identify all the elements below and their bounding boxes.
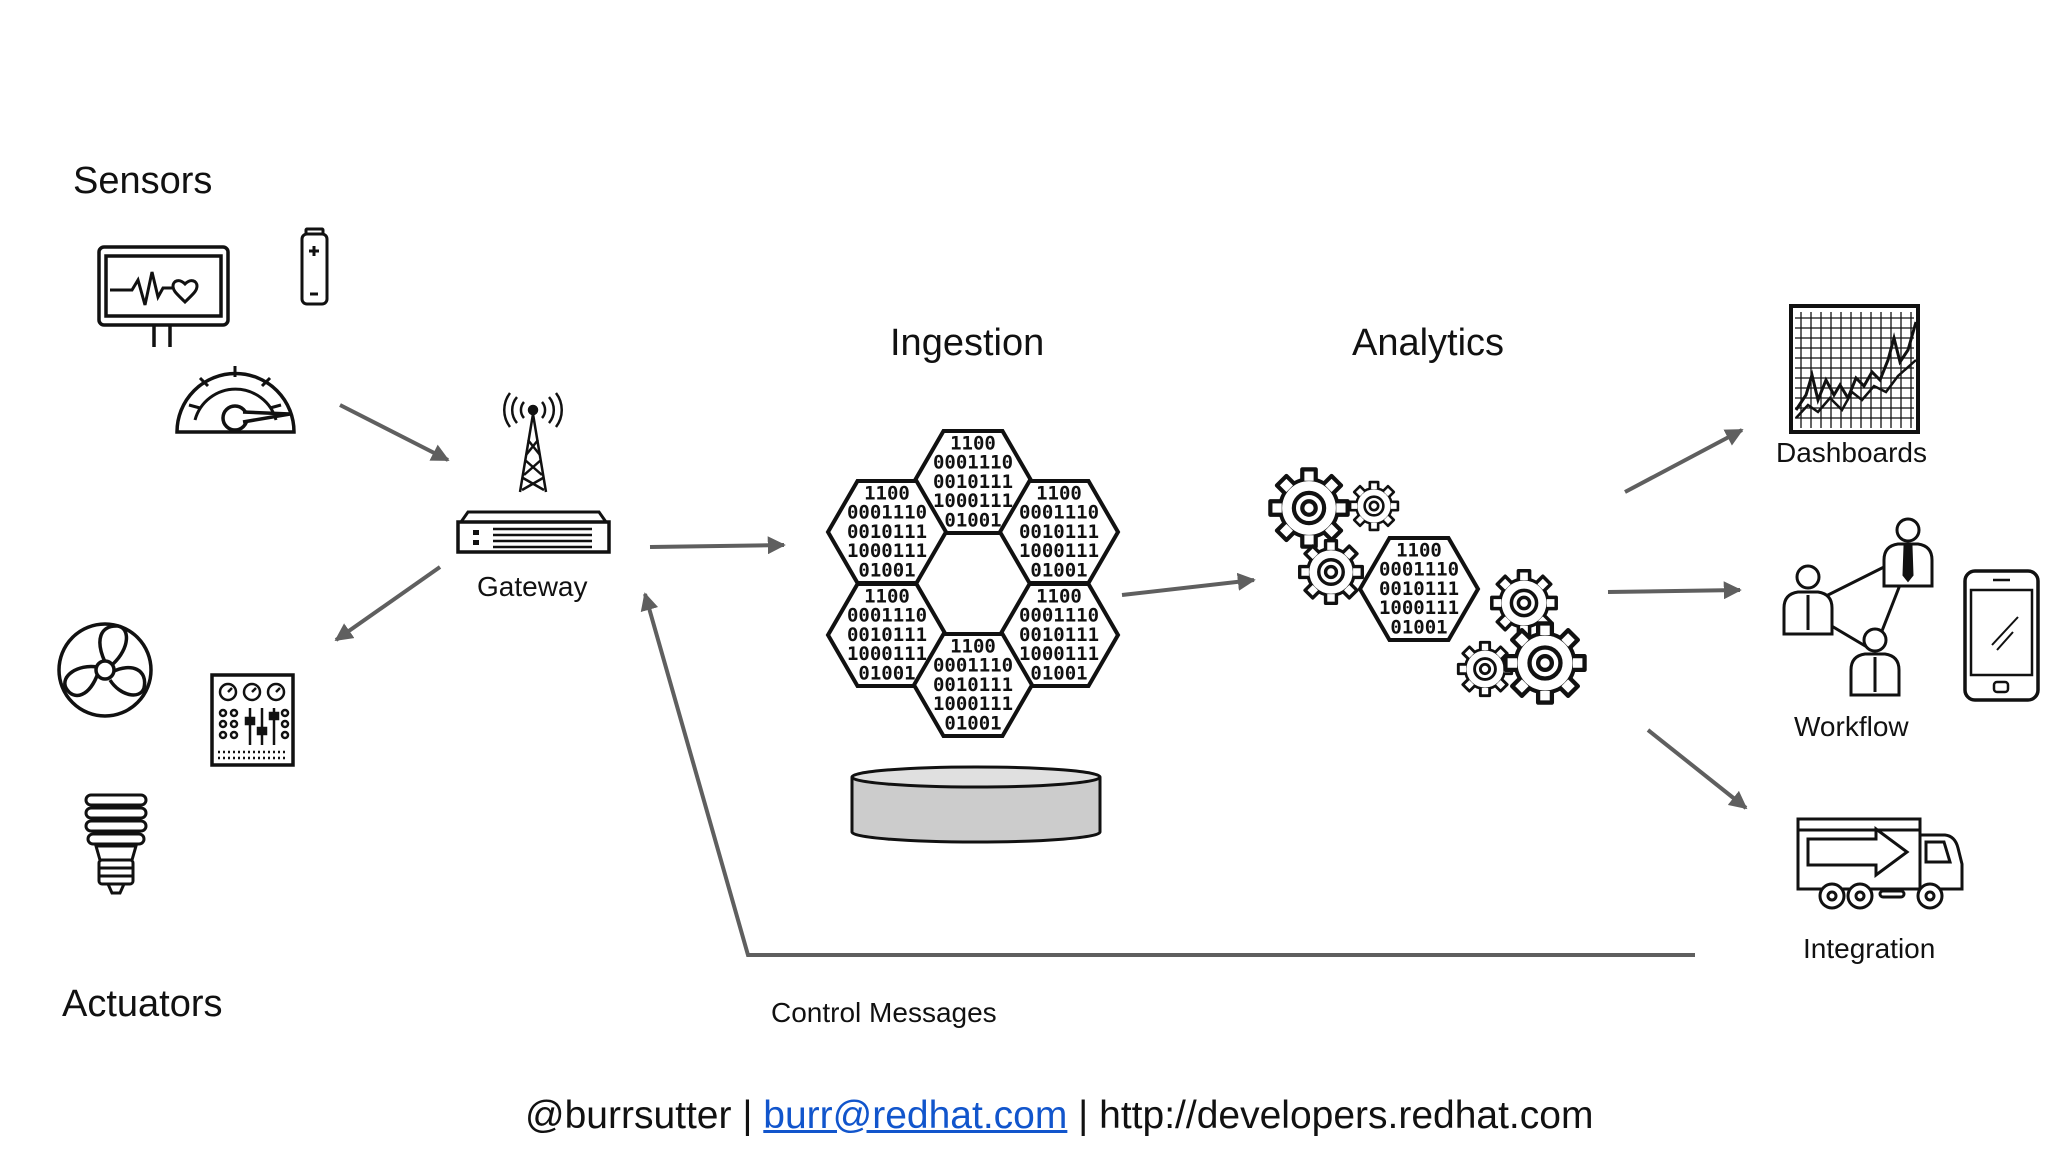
- arrow-sensors-to-gateway: [339, 403, 450, 462]
- binary-text: 0010111: [847, 624, 927, 646]
- arrow-control-messages: [640, 592, 1695, 957]
- integration-label: Integration: [1803, 933, 1936, 964]
- footer-email-link[interactable]: burr@redhat.com: [763, 1094, 1068, 1137]
- mobile-phone-icon: [1963, 569, 2040, 702]
- binary-text: 01001: [858, 662, 915, 684]
- dashboard-chart-icon: [1789, 304, 1920, 434]
- arrow-gateway-to-ingestion: [649, 536, 786, 555]
- binary-text: 0010111: [933, 674, 1013, 696]
- ingestion-heading: Ingestion: [890, 322, 1045, 364]
- binary-text: 1100: [950, 432, 996, 454]
- people-network-icon: [1782, 517, 1934, 697]
- binary-text: 1100: [950, 635, 996, 657]
- analytics-heading: Analytics: [1352, 322, 1505, 364]
- binary-text: 0001110: [1379, 559, 1459, 581]
- binary-text: 1100: [1036, 482, 1082, 504]
- binary-text: 1000111: [933, 490, 1013, 512]
- footer-separator: |: [731, 1094, 764, 1137]
- binary-text: 1000111: [847, 540, 927, 562]
- arrow-analytics-to-integration: [1646, 728, 1748, 810]
- control-messages-label: Control Messages: [771, 997, 997, 1028]
- binary-text: 01001: [944, 509, 1001, 531]
- binary-text: 1000111: [1379, 597, 1459, 619]
- arrow-analytics-to-workflow: [1607, 581, 1742, 600]
- footer-url[interactable]: http://developers.redhat.com: [1099, 1094, 1594, 1137]
- gateway-label: Gateway: [477, 571, 588, 602]
- binary-text: 0010111: [1379, 578, 1459, 600]
- actuators-heading: Actuators: [62, 983, 223, 1025]
- antenna-tower-icon: [503, 392, 563, 493]
- footer-contact: @burrsutter | burr@redhat.com | http://d…: [525, 1094, 1593, 1138]
- delivery-truck-icon: [1796, 817, 1964, 910]
- fan-icon: [57, 622, 153, 718]
- binary-text: 1100: [1036, 585, 1082, 607]
- binary-text: 0001110: [933, 452, 1013, 474]
- binary-text: 1000111: [933, 693, 1013, 715]
- gauge-icon: [175, 366, 296, 434]
- binary-text: 0001110: [847, 502, 927, 524]
- router-icon: [456, 510, 611, 554]
- sensors-heading: Sensors: [73, 160, 213, 202]
- light-bulb-icon: [84, 793, 148, 895]
- dashboards-label: Dashboards: [1776, 437, 1927, 468]
- data-hexagon-cluster-icon: 1100000111000101111000111010011100000111…: [825, 429, 1121, 738]
- binary-text: 1100: [864, 482, 910, 504]
- arrow-gateway-to-actuators: [334, 565, 442, 642]
- binary-text: 0010111: [1019, 521, 1099, 543]
- binary-text: 0001110: [847, 605, 927, 627]
- battery-icon: [300, 227, 329, 306]
- heart-monitor-icon: [97, 245, 230, 347]
- arrow-analytics-to-dashboards: [1624, 428, 1744, 494]
- binary-text: 01001: [1390, 616, 1447, 638]
- footer-handle: @burrsutter: [525, 1094, 732, 1137]
- binary-text: 1000111: [1019, 643, 1099, 665]
- binary-text: 01001: [1030, 662, 1087, 684]
- binary-text: 1100: [864, 585, 910, 607]
- binary-text: 01001: [858, 559, 915, 581]
- database-disk-icon: [850, 765, 1102, 844]
- binary-text: 1000111: [847, 643, 927, 665]
- control-panel-icon: [210, 673, 295, 767]
- workflow-label: Workflow: [1794, 711, 1909, 742]
- binary-text: 0010111: [847, 521, 927, 543]
- footer-separator: |: [1067, 1094, 1100, 1137]
- binary-text: 0001110: [1019, 605, 1099, 627]
- arrow-ingestion-to-analytics: [1121, 572, 1256, 597]
- binary-text: 0001110: [933, 655, 1013, 677]
- binary-text: 0010111: [1019, 624, 1099, 646]
- binary-text: 1000111: [1019, 540, 1099, 562]
- flow-arrows: [334, 403, 1748, 957]
- binary-text: 01001: [1030, 559, 1087, 581]
- binary-text: 01001: [944, 712, 1001, 734]
- binary-text: 1100: [1396, 539, 1442, 561]
- binary-text: 0010111: [933, 471, 1013, 493]
- binary-text: 0001110: [1019, 502, 1099, 524]
